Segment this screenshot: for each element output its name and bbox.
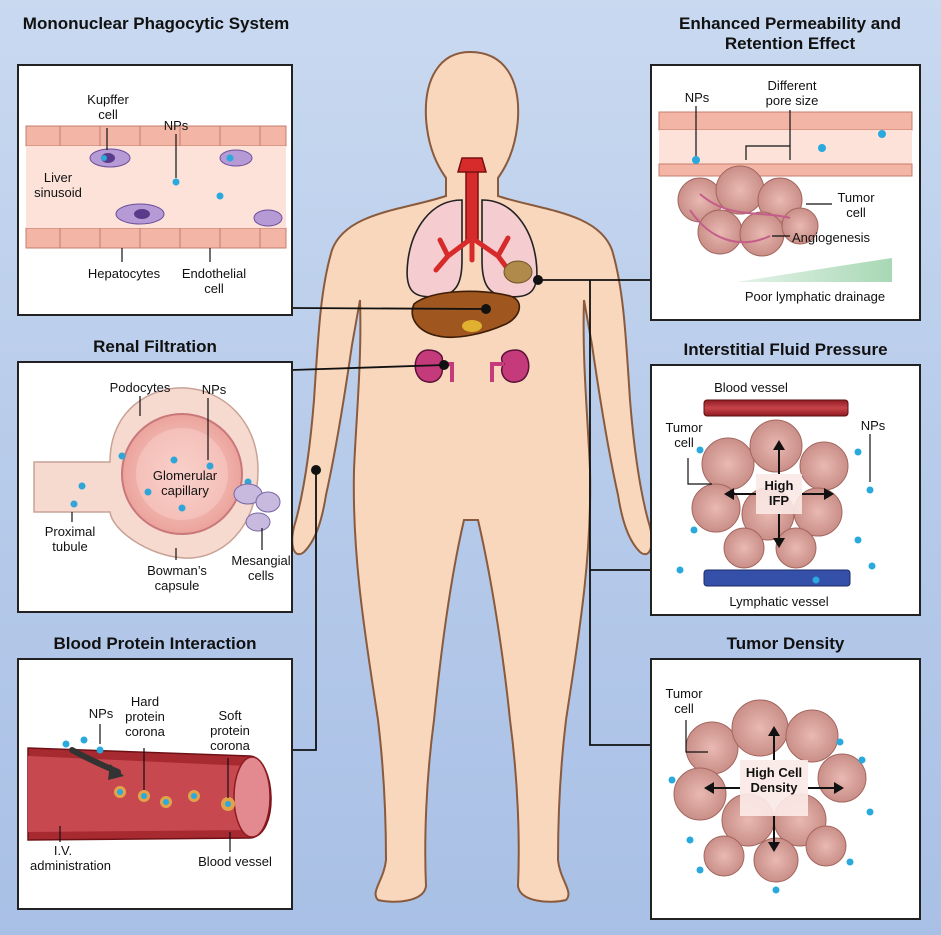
blood-title: Blood Protein Interaction <box>53 634 257 653</box>
mps-title: Mononuclear Phagocytic System <box>22 14 290 33</box>
high-cell-density-label: High Cell Density <box>745 765 803 795</box>
epr-panel-graphic <box>650 64 921 321</box>
lymphatic-drainage-label: Poor lymphatic drainage <box>744 289 886 304</box>
mesangial-cells-label: Mesangial cells <box>231 553 291 583</box>
kupffer-cell-label: Kupffer cell <box>87 92 129 122</box>
high-ifp-label: High IFP <box>764 478 794 508</box>
epr-title: Enhanced Permeability and Retention Effe… <box>678 14 901 53</box>
human-body <box>291 50 653 903</box>
ifp-tumor-cell-label: Tumor cell <box>665 420 703 450</box>
glomerular-capillary-label: Glomerular capillary <box>152 468 218 498</box>
soft-corona-label: Soft protein corona <box>210 708 250 753</box>
hard-corona-label: Hard protein corona <box>125 694 165 739</box>
epr-tumor-cell-label: Tumor cell <box>837 190 875 220</box>
density-tumor-cell-label: Tumor cell <box>665 686 703 716</box>
mps-panel-graphic <box>17 64 293 316</box>
density-title: Tumor Density <box>726 634 845 653</box>
ifp-title: Interstitial Fluid Pressure <box>683 340 888 359</box>
connector-lines <box>291 279 652 751</box>
endothelial-cell-label: Endothelial cell <box>181 266 247 296</box>
renal-nps-label: NPs <box>201 382 227 397</box>
density-panel-graphic <box>650 658 921 920</box>
ifp-nps-label: NPs <box>860 418 886 433</box>
mps-nps-label: NPs <box>163 118 189 133</box>
blood-vessel-label: Blood vessel <box>198 854 272 869</box>
angiogenesis-label: Angiogenesis <box>792 230 871 245</box>
bowmans-capsule-label: Bowman’s capsule <box>147 563 207 593</box>
ifp-panel-graphic <box>650 364 921 616</box>
renal-panel-graphic <box>17 361 293 613</box>
iv-administration-label: I.V. administration <box>30 843 111 873</box>
blood-panel-graphic <box>17 658 293 910</box>
lymphatic-vessel-label: Lymphatic vessel <box>729 594 829 609</box>
epr-nps-label: NPs <box>684 90 710 105</box>
proximal-tubule-label: Proximal tubule <box>44 524 96 554</box>
podocytes-label: Podocytes <box>109 380 171 395</box>
liver-sinusoid-label: Liver sinusoid <box>34 170 82 200</box>
ifp-blood-vessel-label: Blood vessel <box>714 380 788 395</box>
hepatocytes-label: Hepatocytes <box>87 266 161 281</box>
pore-size-label: Different pore size <box>765 78 819 108</box>
blood-nps-label: NPs <box>88 706 114 721</box>
renal-title: Renal Filtration <box>93 337 217 356</box>
